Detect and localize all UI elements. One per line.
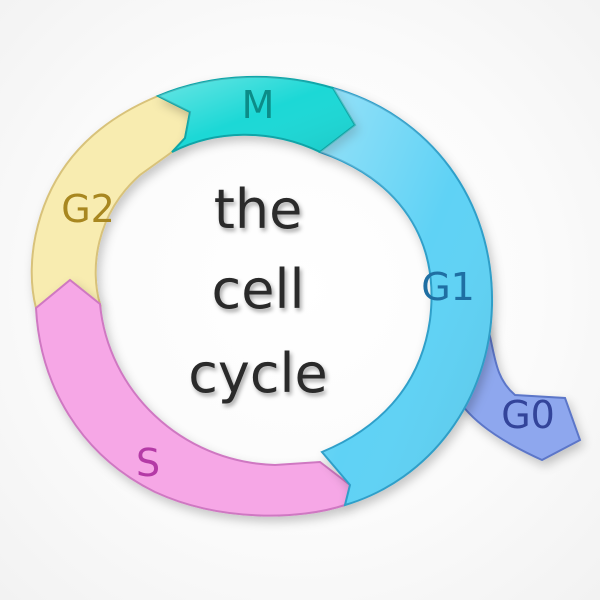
center-text-line-2: cell [212, 258, 305, 321]
label-m: M [242, 83, 275, 127]
label-g1: G1 [421, 265, 475, 309]
segment-m-shine [158, 76, 355, 152]
segment-s [34, 278, 352, 517]
label-g2: G2 [61, 187, 115, 231]
label-s: S [136, 441, 160, 485]
center-text-line-3: cycle [188, 342, 328, 405]
center-title: the cell cycle [188, 178, 328, 405]
center-text-line-1: the [214, 178, 303, 241]
segment-g2 [30, 94, 192, 310]
segment-g1-shine [320, 88, 493, 505]
label-g0: G0 [501, 393, 555, 437]
